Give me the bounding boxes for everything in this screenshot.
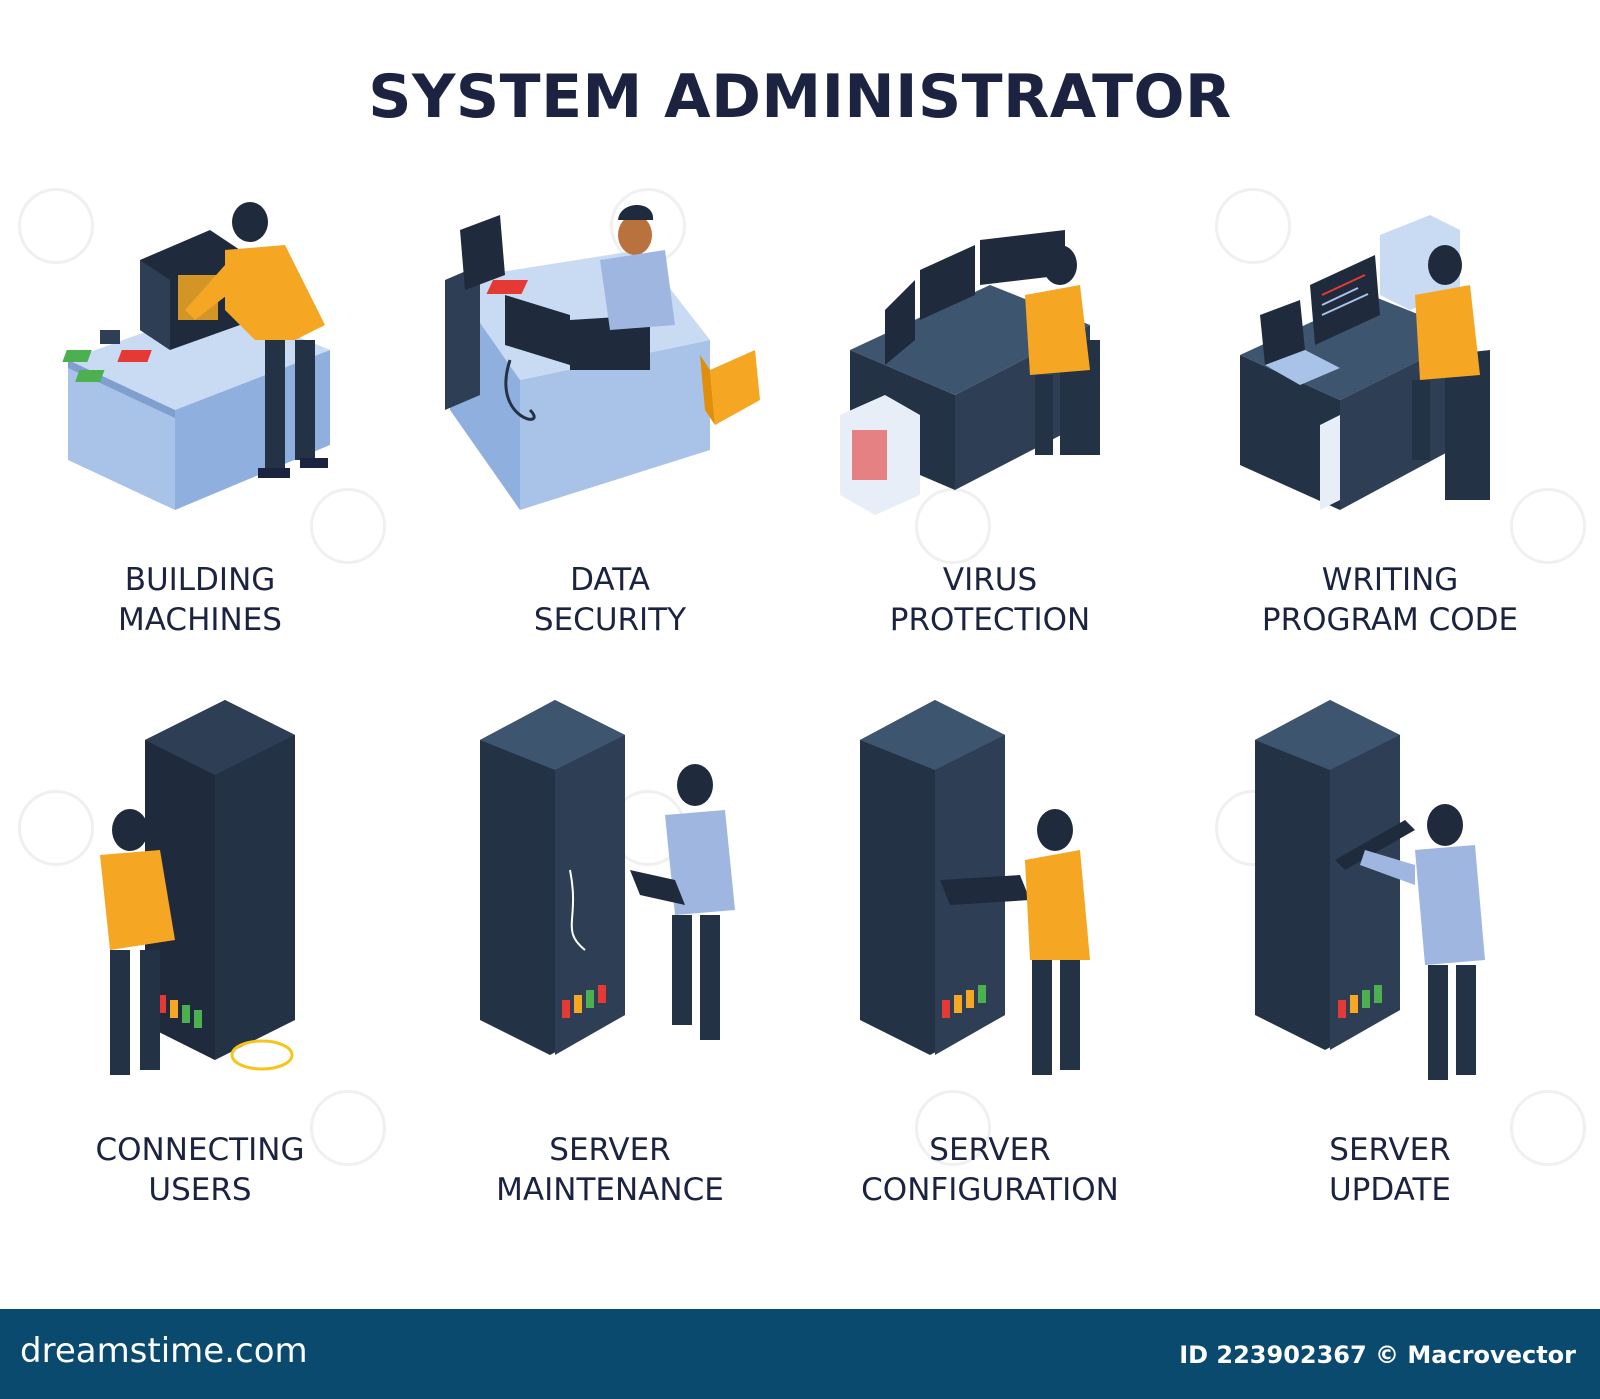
data-security-illustration xyxy=(445,205,760,510)
connecting-users-label: CONNECTING USERS xyxy=(0,1130,400,1210)
label-line-1: SERVER xyxy=(929,1132,1051,1168)
watermark-swirl xyxy=(1215,188,1291,264)
building-machines-illustration xyxy=(62,202,330,510)
server-maintenance-label: SERVER MAINTENANCE xyxy=(410,1130,810,1210)
virus-protection-illustration xyxy=(840,230,1100,515)
label-line-2: PROTECTION xyxy=(889,602,1091,638)
watermark-swirl xyxy=(1510,1090,1586,1166)
label-line-1: CONNECTING xyxy=(95,1132,305,1168)
label-line-2: CONFIGURATION xyxy=(861,1172,1119,1208)
watermark-swirl xyxy=(310,488,386,564)
server-configuration-illustration xyxy=(860,700,1090,1075)
building-machines-label: BUILDING MACHINES xyxy=(0,560,400,640)
server-update-label: SERVER UPDATE xyxy=(1190,1130,1590,1210)
label-line-1: DATA xyxy=(570,562,650,598)
watermark-swirl xyxy=(18,188,94,264)
watermark-swirl xyxy=(18,790,94,866)
server-maintenance-illustration xyxy=(480,700,735,1055)
label-line-2: PROGRAM CODE xyxy=(1261,602,1519,638)
label-line-2: MAINTENANCE xyxy=(496,1172,724,1208)
data-security-label: DATA SECURITY xyxy=(410,560,810,640)
footer-brand[interactable]: dreamstime.com xyxy=(20,1331,308,1371)
label-line-1: WRITING xyxy=(1321,562,1459,598)
label-line-1: SERVER xyxy=(549,1132,671,1168)
page-title: SYSTEM ADMINISTRATOR xyxy=(368,62,1232,132)
watermark-swirl xyxy=(915,488,991,564)
footer-bar: dreamstime.com ID 223902367 © Macrovecto… xyxy=(0,1309,1600,1399)
watermark-swirl xyxy=(1510,488,1586,564)
label-line-2: SECURITY xyxy=(533,602,687,638)
writing-program-code-label: WRITING PROGRAM CODE xyxy=(1190,560,1590,640)
virus-protection-label: VIRUS PROTECTION xyxy=(790,560,1190,640)
watermark-swirl xyxy=(310,1090,386,1166)
server-update-illustration xyxy=(1255,700,1485,1080)
server-configuration-label: SERVER CONFIGURATION xyxy=(790,1130,1190,1210)
writing-program-code-illustration xyxy=(1240,215,1490,510)
connecting-users-illustration xyxy=(100,700,295,1075)
label-line-1: BUILDING xyxy=(124,562,276,598)
label-line-1: VIRUS xyxy=(942,562,1038,598)
label-line-2: UPDATE xyxy=(1328,1172,1452,1208)
label-line-2: MACHINES xyxy=(118,602,282,638)
watermark-swirl xyxy=(915,1090,991,1166)
label-line-1: SERVER xyxy=(1329,1132,1451,1168)
label-line-2: USERS xyxy=(148,1172,252,1208)
footer-credit: ID 223902367 © Macrovector xyxy=(1179,1341,1576,1369)
